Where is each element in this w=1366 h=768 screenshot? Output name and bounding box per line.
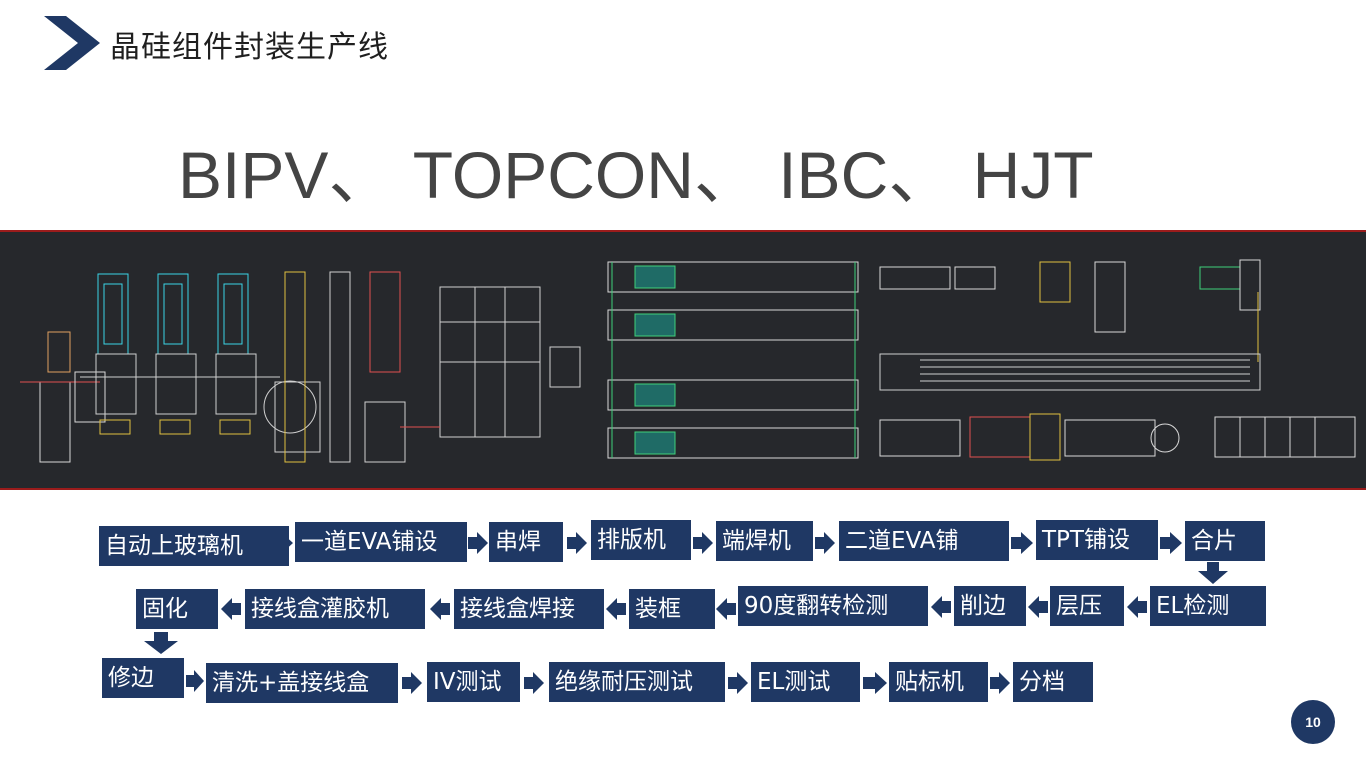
arrow-right-icon bbox=[863, 672, 887, 694]
step-trimming: 削边 bbox=[954, 586, 1026, 626]
step-eva-layer-1: 一道EVA铺设 bbox=[295, 522, 467, 562]
arrow-right-icon bbox=[524, 672, 544, 694]
step-el-inspection: EL检测 bbox=[1150, 586, 1266, 626]
chevron-right-icon bbox=[44, 16, 100, 70]
step-auto-glass-loader: 自动上玻璃机 bbox=[99, 526, 289, 566]
step-grading: 分档 bbox=[1013, 662, 1093, 702]
arrow-down-icon bbox=[144, 632, 178, 654]
arrow-right-icon bbox=[693, 532, 713, 554]
step-layup: 排版机 bbox=[591, 520, 691, 560]
page-number-badge: 10 bbox=[1291, 700, 1335, 744]
arrow-left-icon bbox=[606, 598, 626, 620]
arrow-left-icon bbox=[430, 598, 450, 620]
step-iv-test: IV测试 bbox=[427, 662, 520, 702]
step-curing: 固化 bbox=[136, 589, 218, 629]
arrow-right-icon bbox=[1160, 532, 1182, 554]
arrow-right-icon bbox=[468, 532, 488, 554]
step-eva-layer-2: 二道EVA铺 bbox=[839, 521, 1009, 561]
arrow-left-icon bbox=[1028, 596, 1048, 618]
step-framing: 装框 bbox=[629, 589, 715, 629]
step-junction-box-welding: 接线盒焊接 bbox=[454, 589, 604, 629]
step-labeling: 贴标机 bbox=[889, 662, 988, 702]
step-flip-inspection: 90度翻转检测 bbox=[738, 586, 928, 626]
arrow-left-icon bbox=[221, 598, 241, 620]
step-stacking: 合片 bbox=[1185, 521, 1265, 561]
step-end-welder: 端焊机 bbox=[716, 521, 813, 561]
arrow-down-icon bbox=[1198, 562, 1228, 584]
step-laminating: 层压 bbox=[1050, 586, 1124, 626]
step-cleaning-cover: 清洗+盖接线盒 bbox=[206, 663, 398, 703]
production-line-cad-drawing bbox=[0, 230, 1366, 490]
arrow-right-icon bbox=[728, 672, 748, 694]
slide-title: 晶硅组件封装生产线 bbox=[110, 30, 389, 65]
arrow-left-icon bbox=[1127, 596, 1147, 618]
arrow-left-icon bbox=[716, 598, 736, 620]
step-junction-box-potting: 接线盒灌胶机 bbox=[245, 589, 425, 629]
step-tpt-layup: TPT铺设 bbox=[1036, 520, 1158, 560]
arrow-right-icon bbox=[402, 672, 422, 694]
arrow-right-icon bbox=[1011, 532, 1033, 554]
step-edge-trimming: 修边 bbox=[102, 658, 184, 698]
step-el-test: EL测试 bbox=[751, 662, 860, 702]
arrow-right-icon bbox=[186, 670, 204, 692]
technology-headline: BIPV、 TOPCON、 IBC、 HJT bbox=[178, 138, 1094, 212]
step-stringer: 串焊 bbox=[489, 522, 563, 562]
arrow-right-icon bbox=[990, 672, 1010, 694]
arrow-right-icon bbox=[567, 532, 587, 554]
arrow-left-icon bbox=[931, 596, 951, 618]
arrow-right-icon bbox=[815, 532, 835, 554]
step-insulation-test: 绝缘耐压测试 bbox=[549, 662, 725, 702]
arrow-right-icon bbox=[271, 532, 293, 554]
